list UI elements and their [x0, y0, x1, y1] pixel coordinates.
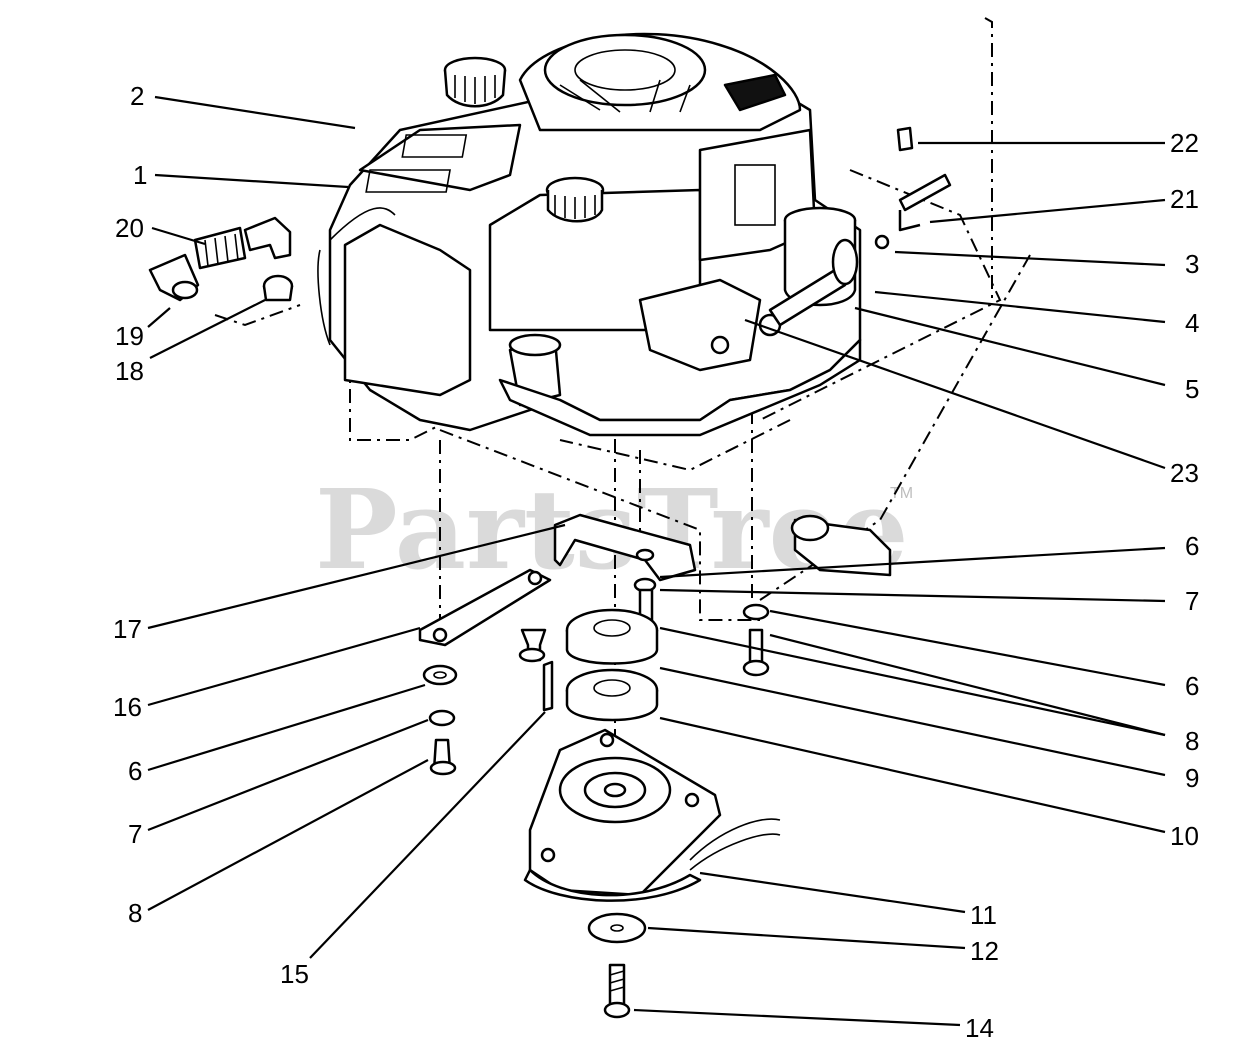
callout-11: 11 [970, 900, 997, 930]
callout-6-left: 6 [128, 756, 142, 786]
callout-labels: 2 1 20 19 18 22 21 3 4 5 23 6 7 6 8 9 10… [113, 81, 1199, 1043]
callout-7-right: 7 [1185, 586, 1199, 616]
electric-clutch [523, 728, 781, 902]
mounting-hardware [418, 513, 770, 776]
callout-5: 5 [1185, 374, 1199, 404]
callout-9: 9 [1185, 763, 1199, 793]
callout-18: 18 [115, 356, 144, 386]
callout-21: 21 [1170, 184, 1199, 214]
callout-19: 19 [115, 321, 144, 351]
callout-4: 4 [1185, 308, 1199, 338]
callout-10: 10 [1170, 821, 1199, 851]
callout-6-upper: 6 [1185, 531, 1199, 561]
pulleys [565, 608, 659, 722]
callout-3: 3 [1185, 249, 1199, 279]
callout-23: 23 [1170, 458, 1199, 488]
watermark-trademark: TM [890, 485, 913, 502]
dipstick-assembly [874, 126, 952, 250]
callout-14: 14 [965, 1013, 994, 1043]
leader-lines [147, 95, 1166, 1027]
callout-6-right: 6 [1185, 671, 1199, 701]
engine [317, 32, 862, 437]
callout-17: 17 [113, 614, 142, 644]
callout-15: 15 [280, 959, 309, 989]
drain-hose [790, 514, 892, 577]
callout-8-right: 8 [1185, 726, 1199, 756]
callout-22: 22 [1170, 128, 1199, 158]
callout-12: 12 [970, 936, 999, 966]
callout-1: 1 [133, 160, 147, 190]
callout-16: 16 [113, 692, 142, 722]
callout-7-left: 7 [128, 819, 142, 849]
clutch-hardware [587, 912, 647, 1019]
callout-8-left: 8 [128, 898, 142, 928]
drain-fittings [148, 216, 294, 302]
callout-2: 2 [130, 81, 144, 111]
callout-20: 20 [115, 213, 144, 243]
